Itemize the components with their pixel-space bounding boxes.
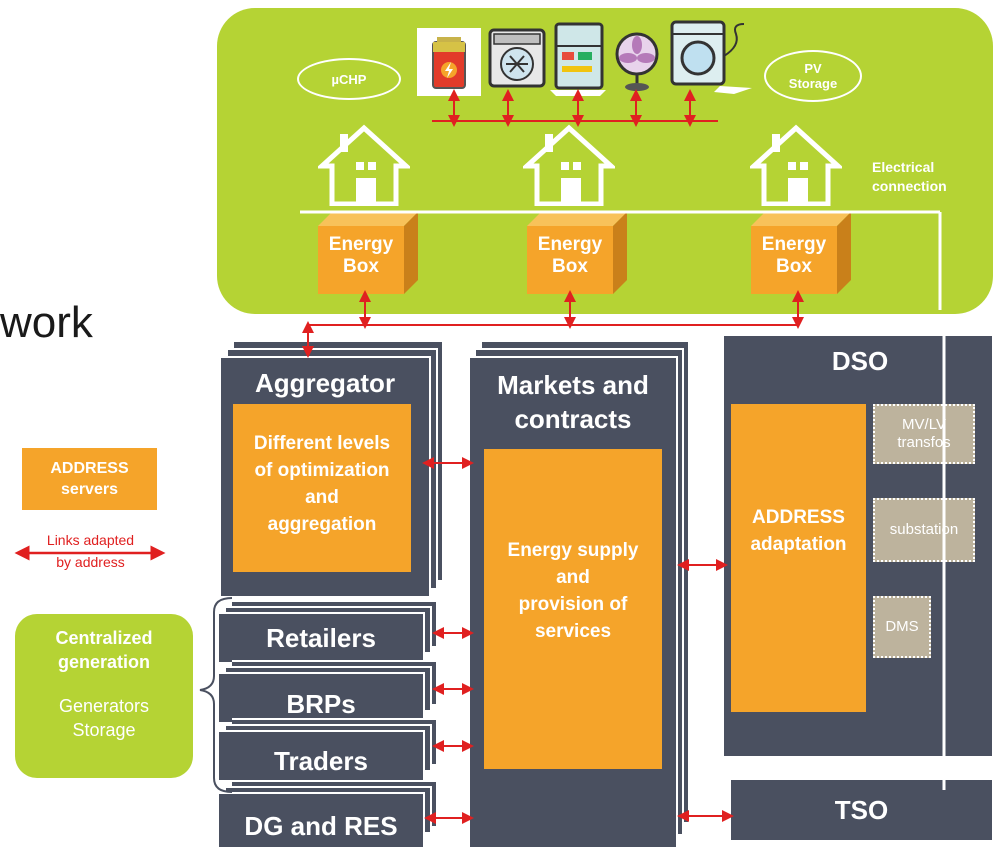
energy-text: Energy [761, 234, 827, 255]
dg-res-label: DG and RES [244, 811, 398, 841]
partial-heading-text: work [0, 298, 93, 347]
traders-box: Traders [219, 730, 425, 780]
uchp-label: µCHP [331, 71, 367, 87]
mv-lv-transfos-box: MV/LV transfos [873, 404, 975, 464]
fridge-icon [546, 20, 610, 98]
box-text: Box [552, 256, 588, 277]
mk-line2: and [556, 567, 590, 588]
generators-label: Generators [58, 696, 150, 716]
agg-line4: aggregation [267, 514, 377, 535]
energy-text: Energy [537, 234, 603, 255]
brps-box: BRPs [219, 672, 425, 722]
battery-icon [417, 28, 481, 96]
mk-line1: Energy supply [507, 540, 639, 561]
legend-address-servers: ADDRESS servers [22, 448, 157, 510]
agg-line3: and [305, 487, 339, 508]
dms-box: DMS [873, 596, 931, 658]
retailers-box: Retailers [219, 612, 425, 662]
box-text: Box [343, 256, 379, 277]
mk-line4: services [534, 621, 612, 642]
legend-address-text: ADDRESS [50, 460, 129, 477]
storage-label: Storage [788, 76, 838, 91]
markets-title-line1: Markets and [497, 370, 649, 400]
markets-energy-supply-box: Energy supply and provision of services [484, 449, 662, 769]
house-icon-1 [315, 122, 413, 207]
box-text: Box [776, 256, 812, 277]
agg-line2: of optimization [254, 460, 390, 481]
markets-title-line2: contracts [514, 404, 632, 434]
dishwasher-icon [484, 24, 550, 92]
adaptation-line: adaptation [750, 534, 847, 555]
dms-label: DMS [885, 618, 919, 635]
pv-label: PV [804, 61, 822, 76]
legend-servers-text: servers [61, 481, 118, 498]
address-line: ADDRESS [752, 507, 845, 528]
dso-title: DSO [831, 346, 889, 376]
mk-line3: provision of [518, 594, 628, 615]
uchp-oval: µCHP [297, 58, 401, 100]
electrical-label: Electrical [872, 159, 935, 175]
centralized-generation-box: Centralized generation Generators Storag… [15, 614, 193, 778]
energy-text: Energy [328, 234, 394, 255]
substation-label: substation [889, 521, 959, 538]
aggregator-optimization-box: Different levels of optimization and agg… [233, 404, 411, 572]
washing-machine-icon [664, 16, 754, 96]
aggregator-title: Aggregator [254, 368, 396, 398]
house-icon-2 [520, 122, 618, 207]
storage-label: Storage [72, 720, 136, 740]
mvlv-line2: transfos [897, 434, 951, 451]
address-adaptation-box: ADDRESS adaptation [731, 404, 866, 712]
house-icon-3 [747, 122, 845, 207]
generation-label: generation [57, 652, 150, 672]
substation-box: substation [873, 498, 975, 562]
tso-title: TSO [834, 794, 889, 825]
tso-box: TSO [731, 780, 992, 840]
mvlv-line1: MV/LV [902, 416, 946, 433]
traders-label: Traders [274, 745, 368, 776]
connection-label: connection [872, 178, 947, 194]
brps-label: BRPs [286, 688, 356, 719]
electrical-connection-label: Electrical connection [872, 158, 947, 196]
pv-storage-oval: PV Storage [764, 50, 862, 102]
legend-links-line1: Links adapted [46, 532, 135, 548]
retailers-label: Retailers [266, 622, 376, 653]
actors-brace [199, 597, 233, 793]
centralized-label: Centralized [55, 628, 153, 648]
agg-line1: Different levels [253, 433, 391, 454]
dg-res-box: DG and RES [219, 792, 425, 847]
